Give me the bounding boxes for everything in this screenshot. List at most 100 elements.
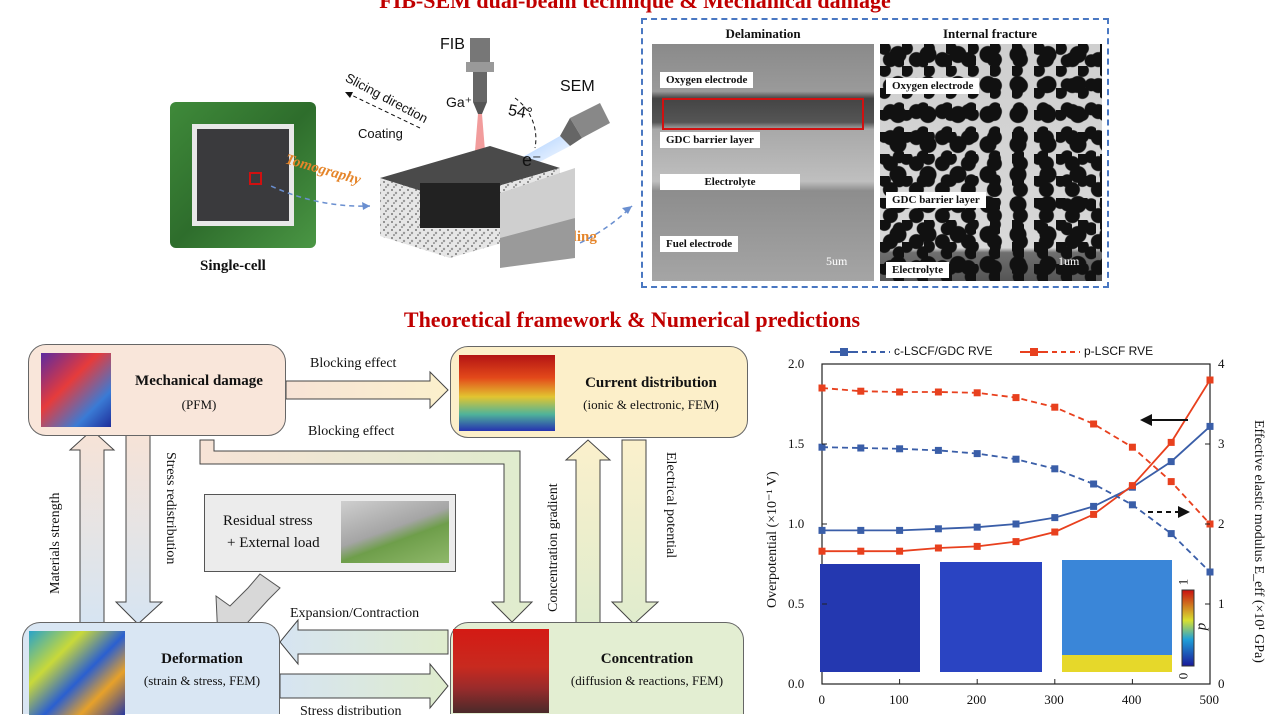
sem-left-label-fuel: Fuel electrode: [660, 236, 739, 252]
series-1-point-8: [1128, 482, 1136, 490]
chart-legend: [828, 342, 1208, 367]
y-axis-label: Overpotential (×10⁻¹ V): [765, 471, 780, 608]
series-0-point-9: [1167, 458, 1175, 466]
sem-right-label-electrolyte: Electrolyte: [886, 262, 950, 278]
colorbar-tick-1: 1: [1175, 578, 1191, 586]
middle-title: Theoretical framework & Numerical predic…: [403, 307, 861, 332]
fib-schematic: [270, 38, 633, 268]
blocking-effect-label: Blocking effect: [310, 356, 397, 371]
series-2-point-10: [1206, 568, 1214, 576]
y2-tick-label: 2: [1218, 516, 1225, 531]
y2-tick-label: 4: [1218, 356, 1225, 371]
current-distribution-sub: (ionic & electronic, FEM): [583, 397, 719, 412]
series-0-point-1: [857, 526, 865, 534]
series-2-point-6: [1051, 465, 1059, 473]
x-tick-label: 300: [1044, 692, 1064, 707]
series-3-point-5: [1012, 394, 1020, 402]
rve-inset-3: [1062, 560, 1172, 672]
current-distribution-title: Current distribution: [585, 375, 717, 391]
x-tick-label: 0: [818, 692, 826, 707]
series-0-point-2: [896, 526, 904, 534]
series-0-point-10: [1206, 422, 1214, 430]
colorbar-label: p: [1193, 622, 1210, 631]
series-1-point-6: [1051, 528, 1059, 536]
series-3-point-2: [896, 388, 904, 396]
y-tick-label: 0.5: [788, 596, 805, 611]
series-3-point-8: [1128, 443, 1136, 451]
coating-label: Coating: [358, 126, 403, 141]
sem-left-heading: Delamination: [725, 26, 801, 41]
sem-panel: [641, 18, 1109, 288]
series-0-point-6: [1051, 514, 1059, 522]
concentration-box: Concentration (diffusion & reactions, FE…: [450, 622, 744, 714]
series-3-point-3: [934, 388, 942, 396]
series-2-point-4: [973, 450, 981, 458]
residual-stress-box: Residual stress + External load: [204, 494, 456, 572]
series-0-point-3: [934, 525, 942, 533]
residual-stress-line2: + External load: [227, 535, 320, 551]
series-2-point-9: [1167, 530, 1175, 538]
series-1-point-3: [934, 544, 942, 552]
series-2-point-2: [896, 445, 904, 453]
rve-thumbnail: [453, 629, 549, 713]
sem-label: SEM: [560, 78, 595, 95]
sem-right-scale: 1um: [1058, 254, 1080, 268]
fib-label: FIB: [440, 36, 465, 53]
rve-inset-3-base: [1062, 655, 1172, 672]
concentration-sub: (diffusion & reactions, FEM): [570, 673, 724, 688]
sem-left-label-oxygen: Oxygen electrode: [660, 72, 754, 88]
rve-thumbnail: [459, 355, 555, 431]
y-tick-label: 2.0: [788, 356, 805, 371]
legend-series-1: c-LSCF/GDC RVE: [894, 344, 993, 358]
rve-inset-1: [820, 564, 920, 672]
series-2-point-0: [818, 443, 826, 451]
series-2-point-5: [1012, 455, 1020, 463]
y2-tick-label: 3: [1218, 436, 1225, 451]
y2-axis-label: Effective elastic modulus E_eff (×10¹ GP…: [1251, 420, 1266, 663]
series-1-point-0: [818, 547, 826, 555]
deformation-box: Deformation (strain & stress, FEM): [22, 622, 280, 715]
y2-tick-label: 0: [1218, 676, 1225, 691]
colorbar-tick-0: 0: [1175, 672, 1191, 680]
series-1-point-9: [1167, 438, 1175, 446]
sem-right-heading: Internal fracture: [943, 26, 1037, 41]
mechanical-damage-sub: (PFM): [181, 397, 217, 412]
top-title: FIB-SEM dual-beam technique & Mechanical…: [379, 0, 891, 13]
blocking-effect-2-label: Blocking effect: [308, 424, 395, 439]
sem-right-label-gdc: GDC barrier layer: [886, 192, 986, 208]
series-0-point-7: [1090, 502, 1098, 510]
ga-label: Ga⁺: [446, 94, 473, 110]
series-2-point-7: [1090, 480, 1098, 488]
current-distribution-box: Current distribution (ionic & electronic…: [450, 346, 748, 438]
sem-left-label-gdc: GDC barrier layer: [660, 132, 760, 148]
single-cell-photo: [170, 102, 316, 248]
sem-left-scale: 5um: [826, 254, 848, 268]
y-tick-label: 1.0: [788, 516, 805, 531]
series-1-point-7: [1090, 510, 1098, 518]
expansion-label: Expansion/Contraction: [290, 606, 420, 621]
residual-stress-line1: Residual stress: [223, 513, 313, 529]
y2-tick-label: 1: [1218, 596, 1225, 611]
series-3-point-1: [857, 387, 865, 395]
series-3-point-9: [1167, 478, 1175, 486]
series-1-point-5: [1012, 538, 1020, 546]
deformation-title: Deformation: [161, 651, 243, 667]
x-tick-label: 400: [1121, 692, 1142, 707]
x-tick-label: 200: [966, 692, 987, 707]
series-3-point-7: [1090, 420, 1098, 428]
series-0-point-0: [818, 526, 826, 534]
rve-inset-2: [940, 562, 1042, 672]
series-0-point-5: [1012, 520, 1020, 528]
series-3-point-0: [818, 384, 826, 392]
y-tick-label: 1.5: [788, 436, 805, 451]
x-tick-label: 100: [889, 692, 909, 707]
x-tick-label: 500: [1199, 692, 1220, 707]
series-2-point-1: [857, 444, 865, 452]
series-1-point-4: [973, 542, 981, 550]
colorbar: [1181, 589, 1195, 667]
rve-thumbnail: [41, 353, 111, 427]
series-line-2: [821, 446, 1211, 573]
series-1-point-2: [896, 547, 904, 555]
load-thumbnail: [341, 501, 449, 563]
